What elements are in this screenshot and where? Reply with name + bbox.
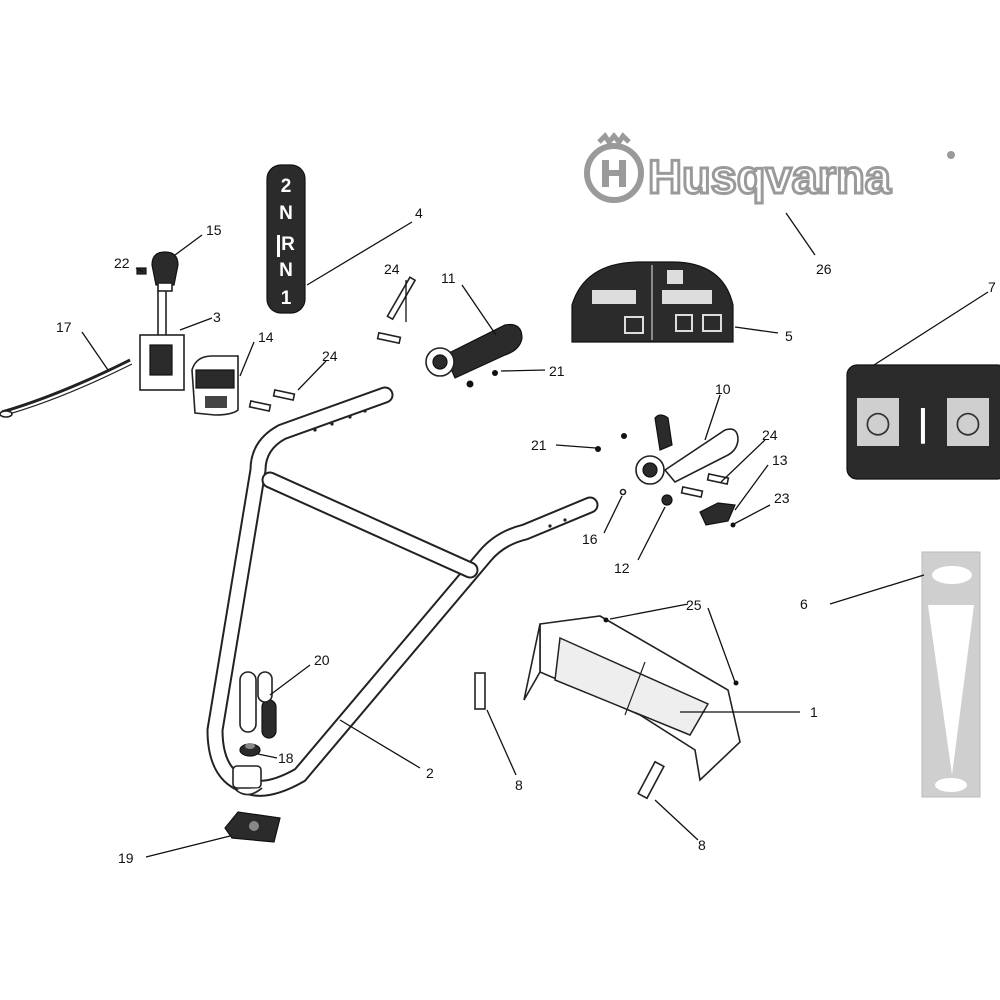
label-23: 23: [774, 490, 790, 506]
label-25: 25: [686, 597, 702, 613]
shift-cover: [191, 355, 239, 416]
label-3: 3: [213, 309, 221, 325]
cable: [0, 358, 133, 418]
label-11: 11: [441, 270, 456, 286]
foam-strip-b: [637, 760, 665, 800]
label-13: 13: [772, 452, 788, 468]
label-10: 10: [715, 381, 731, 397]
label-16: 16: [582, 531, 598, 547]
gear-decal-text-2: N: [279, 203, 293, 224]
speed-decal: [921, 551, 981, 798]
foam-strip-a: [474, 672, 486, 710]
switch-clip: [699, 502, 736, 528]
gear-decal-text-3: R: [281, 234, 295, 255]
gear-decal-text-1: 2: [281, 176, 292, 197]
label-20: 20: [314, 652, 330, 668]
crown-h-emblem-icon: [584, 132, 644, 203]
part-labels: 1 2 3 4 5 6 7 8 8 10 11 12 13 14 15 16 1…: [56, 205, 996, 866]
switch-symbol-right: ○: [955, 405, 981, 440]
label-14: 14: [258, 329, 274, 345]
rabbit-icon: [932, 566, 972, 584]
lock-knob: [239, 743, 261, 757]
brand-wordmark: Husqvarna: [648, 150, 892, 203]
label-5: 5: [785, 328, 793, 344]
label-18: 18: [278, 750, 294, 766]
label-24c: 24: [762, 427, 778, 443]
label-6: 6: [800, 596, 808, 612]
gear-selector-decal: 2 N R N 1: [266, 164, 306, 314]
husqvarna-logo: Husqvarna: [584, 132, 955, 205]
switch-symbol-mid: |: [916, 403, 929, 444]
label-8a: 8: [515, 777, 523, 793]
label-24b: 24: [322, 348, 338, 364]
pins-group: [248, 276, 730, 498]
leader-lines: [81, 212, 989, 858]
label-4: 4: [415, 205, 423, 221]
label-15: 15: [206, 222, 222, 238]
turtle-icon: [935, 778, 967, 792]
shift-knob: [151, 251, 179, 292]
shift-bracket: [139, 289, 185, 391]
mount-plate: [224, 811, 281, 843]
label-17: 17: [56, 319, 72, 335]
left-grip: [425, 323, 523, 388]
switch-symbol-left: ○: [865, 405, 891, 440]
label-8b: 8: [698, 837, 706, 853]
label-7: 7: [988, 279, 996, 295]
label-12: 12: [614, 560, 630, 576]
gear-decal-text-5: 1: [281, 288, 292, 309]
label-19: 19: [118, 850, 134, 866]
label-2: 2: [426, 765, 434, 781]
gear-decal-text-4: N: [279, 260, 293, 281]
switch-decal: ○ | ○: [846, 364, 1000, 480]
control-decal: [571, 261, 734, 343]
label-24a: 24: [384, 261, 400, 277]
label-1: 1: [810, 704, 818, 720]
label-21b: 21: [531, 437, 547, 453]
right-grip: [595, 414, 739, 506]
mount-bracket: [232, 765, 263, 796]
label-22: 22: [114, 255, 130, 271]
label-26: 26: [816, 261, 832, 277]
label-21a: 21: [549, 363, 565, 379]
console-cover: [523, 615, 741, 782]
lock-lever: [239, 671, 277, 739]
